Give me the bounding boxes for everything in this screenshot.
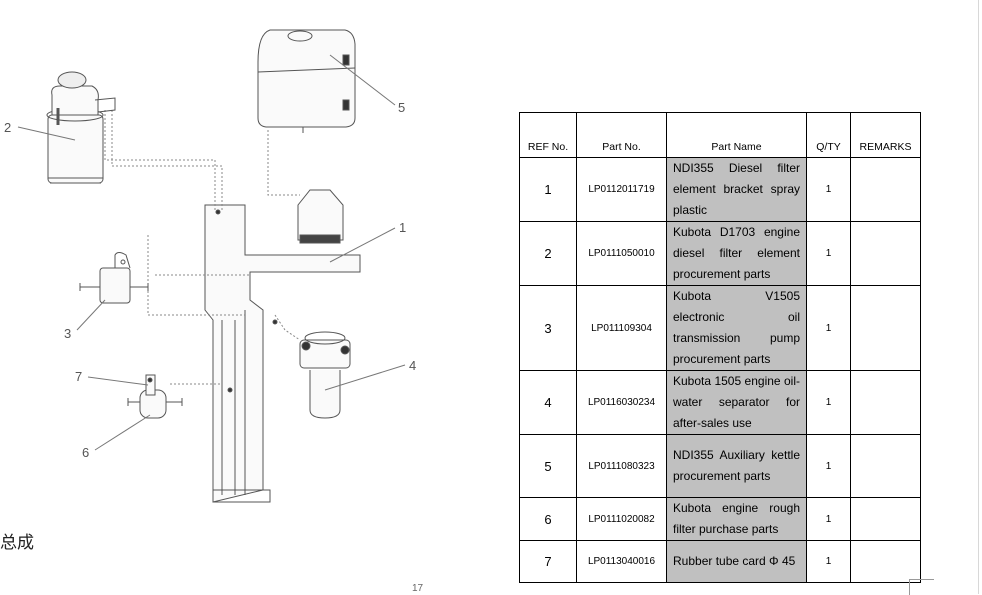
ref-no-cell: 3 <box>519 285 577 371</box>
part-name-cell: NDI355 Auxiliary kettle procurement part… <box>666 434 807 498</box>
remarks-cell <box>850 157 921 222</box>
callout-1: 1 <box>399 220 406 235</box>
remarks-cell <box>850 434 921 498</box>
remarks-cell <box>850 540 921 583</box>
part-name-cell: Kubota 1505 engine oil-water separator f… <box>666 370 807 435</box>
remarks-cell <box>850 497 921 541</box>
header-qty: Q/TY <box>806 112 851 158</box>
part-name-cell: NDI355 Diesel filter element bracket spr… <box>666 157 807 222</box>
table-row: 1 LP0112011719 NDI355 Diesel filter elem… <box>519 157 921 222</box>
remarks-cell <box>850 370 921 435</box>
ref-no-cell: 7 <box>519 540 577 583</box>
ref-no-cell: 6 <box>519 497 577 541</box>
header-part-name: Part Name <box>666 112 807 158</box>
part-no-cell: LP0111080323 <box>576 434 667 498</box>
parts-table: REF No. Part No. Part Name Q/TY REMARKS … <box>519 112 921 583</box>
qty-cell: 1 <box>806 434 851 498</box>
callout-2: 2 <box>4 120 11 135</box>
assembly-label: 总成 <box>0 533 34 553</box>
table-row: 3 LP011109304 Kubota V1505 electronic oi… <box>519 285 921 371</box>
part-no-cell: LP0111050010 <box>576 221 667 286</box>
ref-no-cell: 4 <box>519 370 577 435</box>
callout-6: 6 <box>82 445 89 460</box>
page-edge-rule <box>978 0 979 594</box>
part-name-cell: Kubota engine rough filter purchase part… <box>666 497 807 541</box>
qty-cell: 1 <box>806 285 851 371</box>
qty-cell: 1 <box>806 370 851 435</box>
remarks-cell <box>850 221 921 286</box>
table-row: 7 LP0113040016 Rubber tube card Φ 45 1 <box>519 540 921 583</box>
part-no-cell: LP011109304 <box>576 285 667 371</box>
part-no-cell: LP0116030234 <box>576 370 667 435</box>
table-row: 6 LP0111020082 Kubota engine rough filte… <box>519 497 921 541</box>
callout-5: 5 <box>398 100 405 115</box>
qty-cell: 1 <box>806 497 851 541</box>
part-name-cell: Kubota D1703 engine diesel filter elemen… <box>666 221 807 286</box>
remarks-cell <box>850 285 921 371</box>
part-no-cell: LP0111020082 <box>576 497 667 541</box>
diesel-filter-drawing <box>46 71 116 184</box>
part-no-cell: LP0113040016 <box>576 540 667 583</box>
callout-7: 7 <box>75 369 82 384</box>
ref-no-cell: 5 <box>519 434 577 498</box>
header-ref-no: REF No. <box>519 112 577 158</box>
table-row: 2 LP0111050010 Kubota D1703 engine diese… <box>519 221 921 286</box>
table-row: 4 LP0116030234 Kubota 1505 engine oil-wa… <box>519 370 921 435</box>
qty-cell: 1 <box>806 221 851 286</box>
rough-filter-drawing <box>127 374 183 419</box>
header-remarks: REMARKS <box>850 112 921 158</box>
part-name-cell: Kubota V1505 electronic oil transmission… <box>666 285 807 371</box>
ref-no-cell: 1 <box>519 157 577 222</box>
callout-4: 4 <box>409 358 416 373</box>
callout-3: 3 <box>64 326 71 341</box>
ref-no-cell: 2 <box>519 221 577 286</box>
oil-water-separator-drawing <box>299 331 351 419</box>
part-name-cell: Rubber tube card Φ 45 <box>666 540 807 583</box>
filter-bracket-drawing <box>204 204 361 503</box>
table-header-row: REF No. Part No. Part Name Q/TY REMARKS <box>519 112 921 158</box>
qty-cell: 1 <box>806 540 851 583</box>
qty-cell: 1 <box>806 157 851 222</box>
page-corner-mark <box>909 579 934 595</box>
hose-clip-drawing <box>297 189 344 244</box>
exploded-parts-diagram: 2 5 1 3 4 7 6 <box>4 29 416 503</box>
fuel-pump-drawing <box>79 252 149 304</box>
header-part-no: Part No. <box>576 112 667 158</box>
page-number: 17 <box>412 583 424 594</box>
table-row: 5 LP0111080323 NDI355 Auxiliary kettle p… <box>519 434 921 498</box>
auxiliary-kettle-drawing <box>257 29 356 133</box>
part-no-cell: LP0112011719 <box>576 157 667 222</box>
